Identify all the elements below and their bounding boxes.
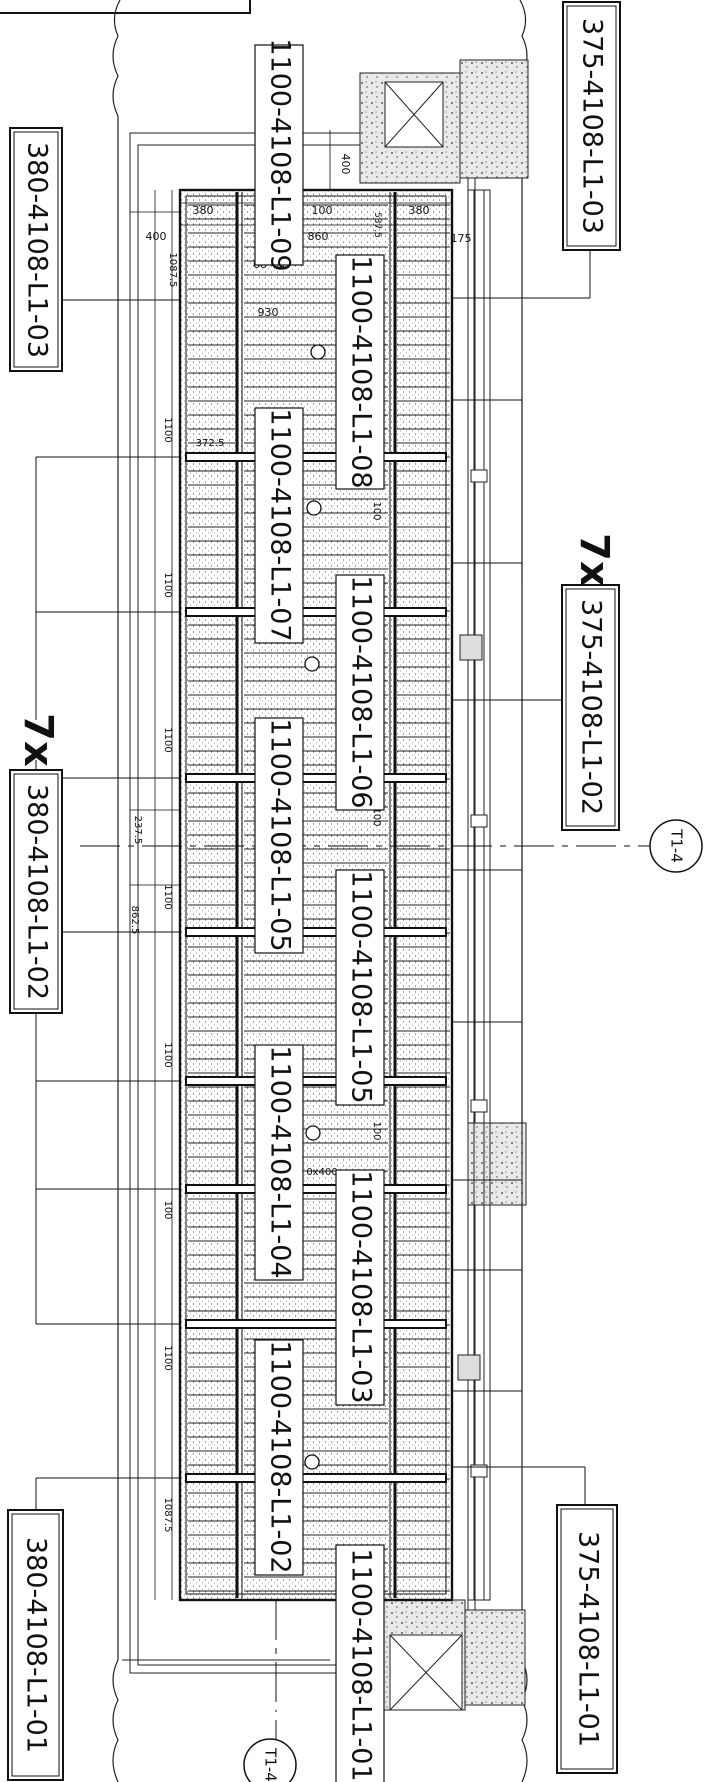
- dim-1100-e: 1100: [162, 1042, 173, 1067]
- panel-tag-06: 1100-4108-L1-06: [335, 574, 385, 811]
- svg-text:1100-4108-L1-04: 1100-4108-L1-04: [265, 1045, 296, 1278]
- panel-tag-02: 1100-4108-L1-02: [254, 1339, 304, 1576]
- joint-beam: [185, 1076, 447, 1086]
- panel-tag-04: 1100-4108-L1-04: [254, 1044, 304, 1281]
- longitudinal-beams: [235, 192, 397, 1598]
- multiplier-right: 7x: [571, 533, 617, 587]
- svg-text:1100-4108-L1-03: 1100-4108-L1-03: [346, 1170, 377, 1403]
- panel-tags: 1100-4108-L1-09 1100-4108-L1-08 1100-410…: [254, 38, 385, 1782]
- panel-tag-05b: 1100-4108-L1-05: [335, 869, 385, 1106]
- dim-372-5: 372.5: [196, 438, 225, 449]
- svg-text:1100-4108-L1-08: 1100-4108-L1-08: [346, 255, 377, 488]
- joint-beam: [185, 1319, 447, 1329]
- dim-1100-a: 1100: [162, 417, 173, 442]
- dim-237-5: 237.5: [132, 816, 143, 845]
- right-tag-03: 375-4108-L1-03: [562, 1, 621, 251]
- dim-860: 860: [308, 230, 329, 243]
- joint-beam: [185, 607, 447, 617]
- multipliers: 7x 7x: [15, 533, 617, 767]
- panel-tag-05a: 1100-4108-L1-05: [254, 717, 304, 954]
- dim-beam-100-c: 100: [371, 1121, 382, 1140]
- multiplier-left: 7x: [15, 713, 61, 767]
- section-markers: T1-4 T1-4: [243, 819, 703, 1782]
- svg-text:1100-4108-L1-05: 1100-4108-L1-05: [346, 870, 377, 1103]
- dim-400-top: 400: [339, 154, 352, 175]
- joint-beam: [185, 1184, 447, 1194]
- svg-text:375-4108-L1-03: 375-4108-L1-03: [577, 18, 608, 234]
- dim-930: 930: [258, 306, 279, 319]
- svg-text:1100-4108-L1-07: 1100-4108-L1-07: [265, 408, 296, 641]
- left-tag-03: 380-4108-L1-03: [9, 127, 63, 372]
- dimension-labels: 400 380 100 380 537.5 860 175 400 1087.5…: [129, 154, 472, 1533]
- dim-1100-d: 1100: [162, 884, 173, 909]
- svg-text:T1-4: T1-4: [668, 828, 686, 863]
- panel-tag-07: 1100-4108-L1-07: [254, 407, 304, 644]
- end-block-bottom: [379, 1599, 526, 1711]
- title-box-fragment: [0, 0, 251, 14]
- dim-1087-5-bottom: 1087.5: [162, 1498, 173, 1533]
- concrete-column-mid: [467, 1122, 527, 1206]
- dim-1100-c: 1100: [162, 727, 173, 752]
- dimension-lines: [130, 130, 452, 1600]
- joint-beam: [185, 927, 447, 937]
- svg-text:1100-4108-L1-09: 1100-4108-L1-09: [265, 38, 296, 271]
- joint-beams: [185, 452, 447, 1483]
- panel-tag-01: 1100-4108-L1-01: [335, 1544, 385, 1782]
- dim-1100-b: 1100: [162, 572, 173, 597]
- panel-tag-03: 1100-4108-L1-03: [335, 1169, 385, 1406]
- svg-text:380-4108-L1-02: 380-4108-L1-02: [22, 784, 53, 1000]
- panel-tag-08: 1100-4108-L1-08: [335, 254, 385, 490]
- slab-openings: [304, 344, 326, 1470]
- svg-text:375-4108-L1-02: 375-4108-L1-02: [576, 599, 607, 815]
- dim-380-b: 380: [409, 204, 430, 217]
- dim-beam-100-b: 100: [371, 807, 382, 826]
- left-tag-02: 380-4108-L1-02: [9, 769, 63, 1014]
- left-tag-01: 380-4108-L1-01: [7, 1509, 64, 1781]
- svg-text:1100-4108-L1-06: 1100-4108-L1-06: [346, 575, 377, 808]
- leaders-left: [35, 299, 180, 1510]
- dim-380-a: 380: [193, 204, 214, 217]
- joint-beam: [185, 1473, 447, 1483]
- leaders-right: [452, 250, 591, 1505]
- svg-text:1100-4108-L1-05: 1100-4108-L1-05: [265, 718, 296, 951]
- joint-beam: [185, 452, 447, 462]
- dim-100-top: 100: [312, 204, 333, 217]
- dim-opening-400x400: 0x400: [306, 1167, 337, 1178]
- glazing-strip: [457, 189, 491, 1601]
- joint-beam: [185, 773, 447, 783]
- right-tag-01: 375-4108-L1-01: [556, 1504, 618, 1774]
- right-tag-02: 375-4108-L1-02: [561, 584, 620, 831]
- end-block-top: [359, 59, 529, 184]
- svg-text:375-4108-L1-01: 375-4108-L1-01: [573, 1531, 604, 1747]
- section-marker-right: T1-4: [649, 819, 703, 873]
- svg-text:T1-4: T1-4: [262, 1747, 280, 1782]
- dim-862-5: 862.5: [129, 906, 140, 935]
- right-beam-tags: 375-4108-L1-03 375-4108-L1-02 375-4108-L…: [556, 1, 621, 1774]
- panel-tag-09: 1100-4108-L1-09: [254, 38, 304, 272]
- svg-text:380-4108-L1-01: 380-4108-L1-01: [21, 1537, 52, 1753]
- dim-1087-5-top: 1087.5: [167, 253, 178, 288]
- dim-537-5: 537.5: [372, 212, 382, 238]
- dim-beam-100-a: 100: [371, 501, 382, 520]
- svg-text:1100-4108-L1-01: 1100-4108-L1-01: [346, 1548, 377, 1781]
- main-slab: [178, 188, 454, 1602]
- dim-1100-f: 1100: [162, 1345, 173, 1370]
- dim-100-side: 100: [162, 1200, 173, 1219]
- dim-400-side: 400: [146, 230, 167, 243]
- svg-text:1100-4108-L1-02: 1100-4108-L1-02: [265, 1340, 296, 1573]
- section-marker-bottom: T1-4: [243, 1738, 297, 1782]
- left-beam-tags: 380-4108-L1-03 380-4108-L1-02 380-4108-L…: [7, 127, 64, 1781]
- dim-175: 175: [451, 232, 472, 245]
- svg-text:380-4108-L1-03: 380-4108-L1-03: [22, 142, 53, 358]
